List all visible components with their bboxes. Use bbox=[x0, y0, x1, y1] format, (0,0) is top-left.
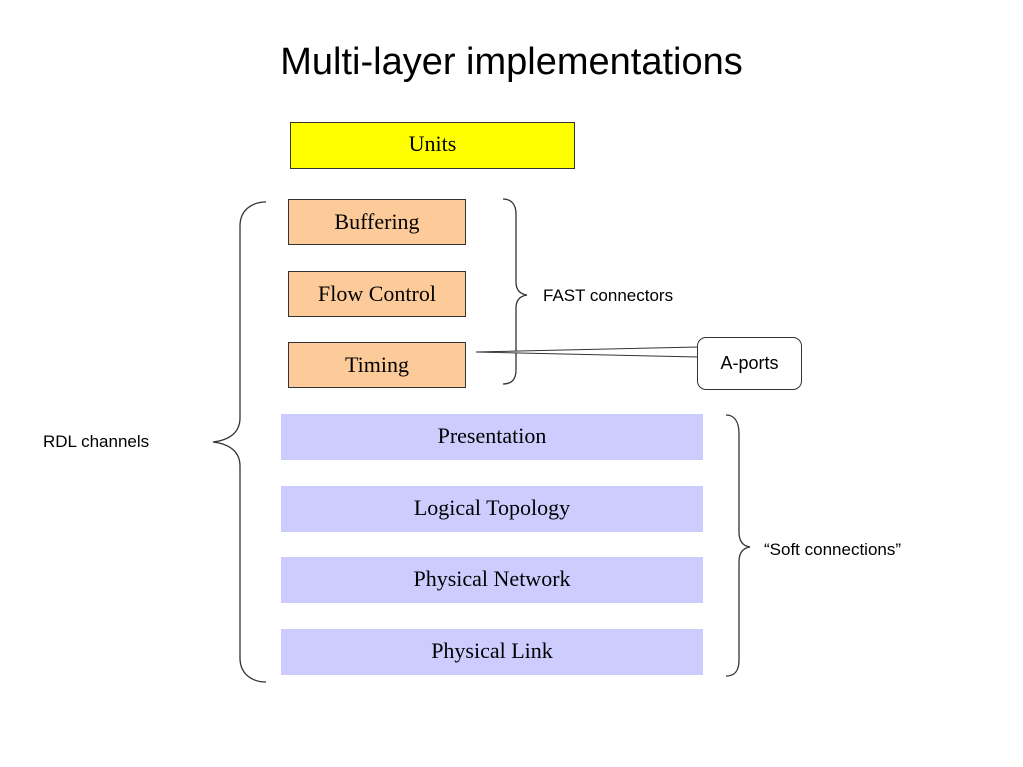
presentation-label: Presentation bbox=[437, 423, 547, 448]
units-box: Units bbox=[290, 122, 575, 169]
presentation-box: Presentation bbox=[281, 414, 703, 460]
physical-link-label: Physical Link bbox=[431, 638, 553, 663]
buffering-box: Buffering bbox=[288, 199, 466, 245]
flow-control-box: Flow Control bbox=[288, 271, 466, 317]
units-label: Units bbox=[408, 130, 457, 156]
logical-topology-label: Logical Topology bbox=[413, 495, 571, 520]
timing-box: Timing bbox=[288, 342, 466, 388]
fast-connectors-brace bbox=[502, 198, 528, 385]
flow-control-label: Flow Control bbox=[318, 281, 436, 306]
physical-network-box: Physical Network bbox=[281, 557, 703, 603]
timing-label: Timing bbox=[344, 352, 409, 377]
rdl-channels-label: RDL channels bbox=[43, 432, 150, 451]
a-ports-pointer bbox=[475, 346, 700, 358]
slide-title: Multi-layer implementations bbox=[280, 41, 743, 83]
soft-connections-label: “Soft connections” bbox=[764, 540, 902, 559]
soft-connections-brace bbox=[725, 414, 751, 677]
fast-connectors-label: FAST connectors bbox=[543, 286, 674, 305]
logical-topology-box: Logical Topology bbox=[281, 486, 703, 532]
a-ports-label: A-ports bbox=[720, 353, 779, 373]
physical-network-label: Physical Network bbox=[413, 566, 571, 591]
rdl-channels-brace bbox=[212, 201, 267, 683]
buffering-label: Buffering bbox=[334, 209, 420, 234]
a-ports-callout: A-ports bbox=[697, 337, 802, 390]
physical-link-box: Physical Link bbox=[281, 629, 703, 675]
